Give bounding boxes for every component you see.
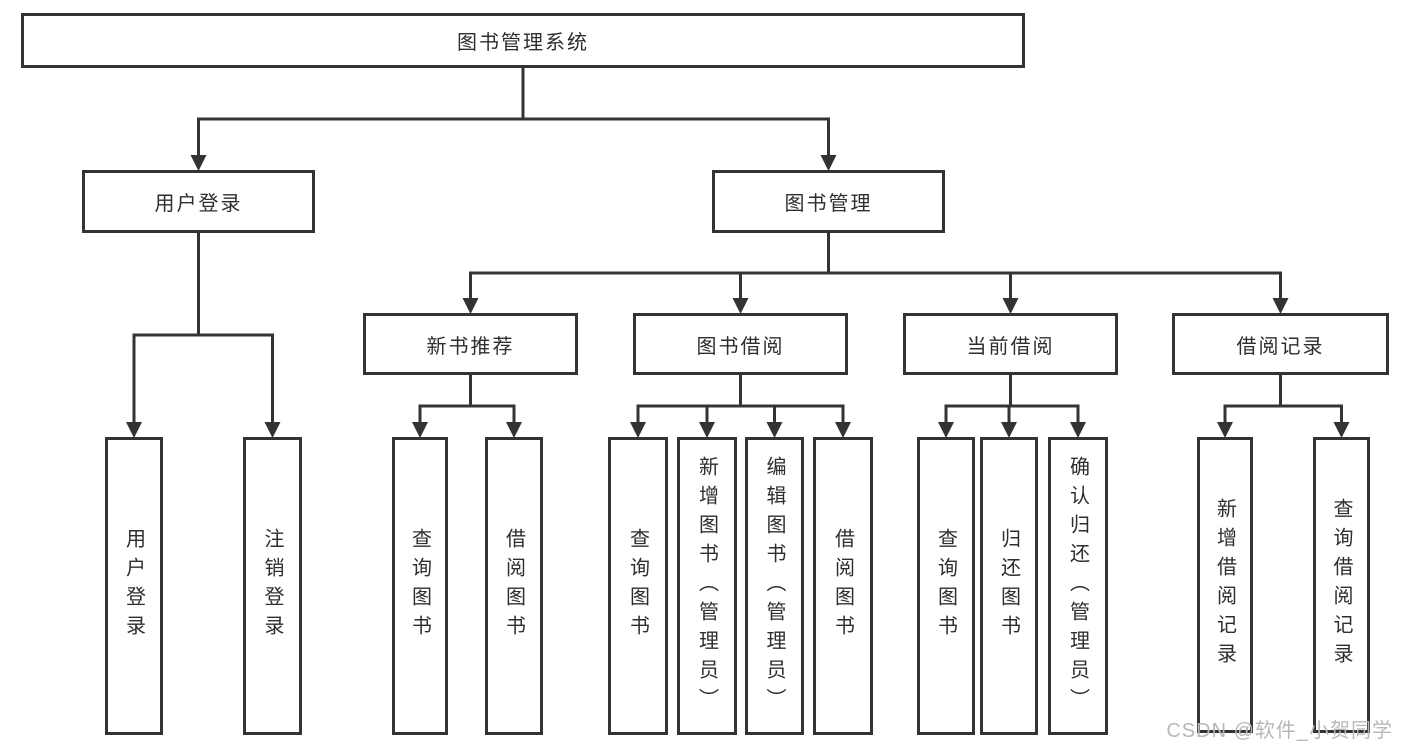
arrowhead-icon <box>1001 422 1017 438</box>
node-leaf-nb-borrow-book: 借阅图书 <box>485 437 543 735</box>
node-borrowing-records: 借阅记录 <box>1172 313 1389 375</box>
node-label: 用户登录 <box>122 528 145 644</box>
arrowhead-icon <box>1002 298 1019 314</box>
node-label: 图书管理系统 <box>457 32 589 54</box>
node-label: 编辑图书（管理员） <box>763 455 785 717</box>
node-label: 图书借阅 <box>696 335 785 358</box>
edge-from-book-borrowing <box>630 375 851 438</box>
edge-from-root <box>190 68 837 171</box>
arrowhead-icon <box>462 298 479 314</box>
node-label: 注销登录 <box>261 528 283 644</box>
node-leaf-logout: 注销登录 <box>243 437 302 735</box>
node-label: 借阅图书 <box>502 528 525 644</box>
node-label: 借阅图书 <box>831 528 854 644</box>
arrowhead-icon <box>1272 298 1289 314</box>
node-label: 新增图书（管理员） <box>695 455 718 717</box>
arrowhead-icon <box>412 422 428 438</box>
node-book-borrowing: 图书借阅 <box>633 313 848 375</box>
arrowhead-icon <box>506 422 522 438</box>
arrowhead-icon <box>938 422 954 438</box>
node-leaf-nb-query-book: 查询图书 <box>392 437 448 735</box>
node-leaf-user-login: 用户登录 <box>105 437 163 735</box>
node-leaf-cb-query-book: 查询图书 <box>917 437 975 735</box>
node-new-book-recommend: 新书推荐 <box>363 313 578 375</box>
node-label: 新书推荐 <box>426 335 515 358</box>
node-current-borrowing: 当前借阅 <box>903 313 1118 375</box>
node-label: 新增借阅记录 <box>1213 498 1236 672</box>
arrowhead-icon <box>630 422 646 438</box>
arrowhead-icon <box>1217 422 1233 438</box>
node-label: 确认归还（管理员） <box>1066 455 1089 717</box>
arrowhead-icon <box>766 422 783 438</box>
arrowhead-icon <box>1333 422 1350 438</box>
arrowhead-icon <box>126 422 142 438</box>
node-label: 归还图书 <box>997 528 1020 644</box>
arrowhead-icon <box>699 422 715 438</box>
node-label: 借阅记录 <box>1236 335 1325 358</box>
arrowhead-icon <box>190 155 207 171</box>
edge-from-new-book-recommend <box>412 375 522 438</box>
edge-from-current-borrowing <box>938 375 1086 438</box>
node-root: 图书管理系统 <box>21 13 1025 68</box>
node-label: 查询图书 <box>626 528 649 644</box>
arrowhead-icon <box>835 422 851 438</box>
node-leaf-br-query-record: 查询借阅记录 <box>1313 437 1370 733</box>
arrowhead-icon <box>732 298 749 314</box>
node-label: 查询图书 <box>408 528 431 644</box>
edge-from-user-login <box>126 233 281 438</box>
node-leaf-bb-borrow-book: 借阅图书 <box>813 437 873 735</box>
node-label: 查询借阅记录 <box>1330 498 1352 672</box>
node-leaf-bb-add-book: 新增图书（管理员） <box>677 437 737 735</box>
node-leaf-cb-return-book: 归还图书 <box>980 437 1038 735</box>
edge-from-book-management <box>462 233 1289 314</box>
node-leaf-cb-confirm-return: 确认归还（管理员） <box>1048 437 1108 735</box>
node-leaf-bb-query-book: 查询图书 <box>608 437 668 735</box>
node-user-login: 用户登录 <box>82 170 315 233</box>
node-leaf-br-add-record: 新增借阅记录 <box>1197 437 1253 733</box>
node-book-management: 图书管理 <box>712 170 945 233</box>
edge-from-borrowing-records <box>1217 375 1350 438</box>
node-leaf-bb-edit-book: 编辑图书（管理员） <box>745 437 804 735</box>
node-label: 当前借阅 <box>966 335 1055 358</box>
arrowhead-icon <box>264 422 281 438</box>
node-label: 图书管理 <box>784 193 873 215</box>
arrowhead-icon <box>820 155 837 171</box>
node-label: 用户登录 <box>154 193 243 215</box>
arrowhead-icon <box>1070 422 1086 438</box>
node-label: 查询图书 <box>934 528 957 644</box>
